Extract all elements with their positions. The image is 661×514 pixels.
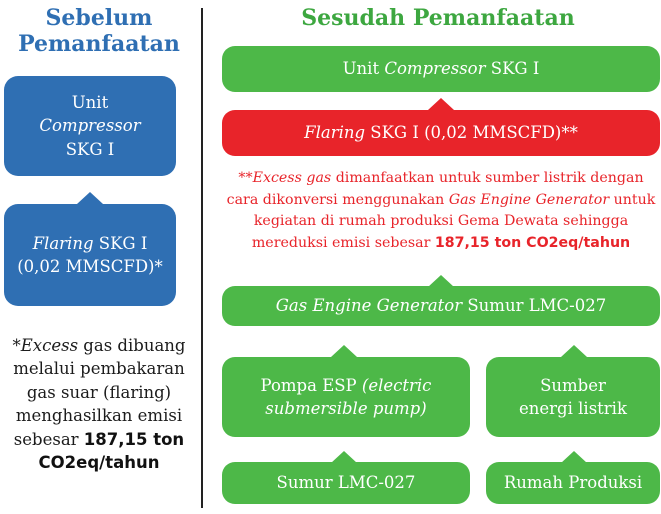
after-heading: Sesudah Pemanfaatan xyxy=(301,5,575,31)
before-note-italic: Excess xyxy=(20,336,79,355)
before-heading: Sebelum Pemanfaatan xyxy=(4,5,194,58)
after-compressor-box: Unit Compressor SKG I xyxy=(222,46,660,92)
before-flaring-italic: Flaring xyxy=(32,233,94,253)
well-box: Sumur LMC-027 xyxy=(222,462,470,504)
before-note-emission: 187,15 ton CO2eq/tahun xyxy=(38,429,185,473)
production-house-box: Rumah Produksi xyxy=(486,462,660,504)
esp-pump-prefix: Pompa ESP xyxy=(260,375,362,395)
before-note-text: gas dibuang melalui pembakaran gas suar … xyxy=(13,336,186,449)
before-compressor-line1: Unit xyxy=(71,93,109,113)
before-note: *Excess gas dibuang melalui pembakaran g… xyxy=(6,334,192,475)
after-note: **Excess gas dimanfaatkan untuk sumber l… xyxy=(222,168,660,254)
after-note-emission: 187,15 ton CO2eq/tahun xyxy=(434,234,631,251)
before-arrow-up-icon xyxy=(77,192,103,204)
after-arrow-up-icon-6 xyxy=(561,451,587,463)
after-arrow-up-icon-3 xyxy=(331,345,357,357)
before-flaring-rest: SKG I xyxy=(93,233,148,253)
before-heading-line2: Pemanfaatan xyxy=(18,30,180,57)
before-compressor-line3: SKG I xyxy=(65,139,115,159)
after-arrow-up-icon-1 xyxy=(428,98,454,110)
after-flaring-rest: SKG I (0,02 MMSCFD)** xyxy=(365,123,578,143)
before-flaring-box: Flaring SKG I (0,02 MMSCFD)* xyxy=(4,204,176,306)
after-arrow-up-icon-4 xyxy=(561,345,587,357)
after-note-text-1: dimanfaatkan untuk sumber listrik dengan… xyxy=(226,170,644,208)
energy-source-line2: energi listrik xyxy=(519,399,627,418)
after-arrow-up-icon-2 xyxy=(428,275,454,287)
gas-engine-rest: Sumur LMC-027 xyxy=(462,296,607,316)
after-flaring-italic: Flaring xyxy=(304,123,366,143)
after-note-stars: ** xyxy=(238,170,253,186)
before-compressor-box: Unit Compressor SKG I xyxy=(4,76,176,176)
after-compressor-suffix: SKG I xyxy=(485,59,540,79)
energy-source-line1: Sumber xyxy=(540,375,606,395)
esp-pump-box: Pompa ESP (electric submersible pump) xyxy=(222,357,470,437)
before-note-star: * xyxy=(12,336,21,355)
esp-pump-italic: (electric submersible pump) xyxy=(265,375,432,418)
after-compressor-italic: Compressor xyxy=(384,59,486,79)
after-arrow-up-icon-5 xyxy=(331,451,357,463)
after-note-text-2: untuk kegiatan di rumah produksi Gema De… xyxy=(251,191,656,251)
column-divider xyxy=(201,8,203,508)
gas-engine-box: Gas Engine Generator Sumur LMC-027 xyxy=(222,286,660,326)
before-flaring-line2: (0,02 MMSCFD)* xyxy=(17,257,163,276)
after-note-italic-2: Gas Engine Generator xyxy=(448,191,610,208)
after-compressor-prefix: Unit xyxy=(342,59,385,79)
gas-engine-italic: Gas Engine Generator xyxy=(275,296,463,316)
after-note-italic-1: Excess gas xyxy=(252,170,332,186)
before-compressor-line2: Compressor xyxy=(39,116,141,136)
energy-source-box: Sumber energi listrik xyxy=(486,357,660,437)
before-heading-line1: Sebelum xyxy=(45,5,153,31)
after-flaring-box: Flaring SKG I (0,02 MMSCFD)** xyxy=(222,110,660,156)
